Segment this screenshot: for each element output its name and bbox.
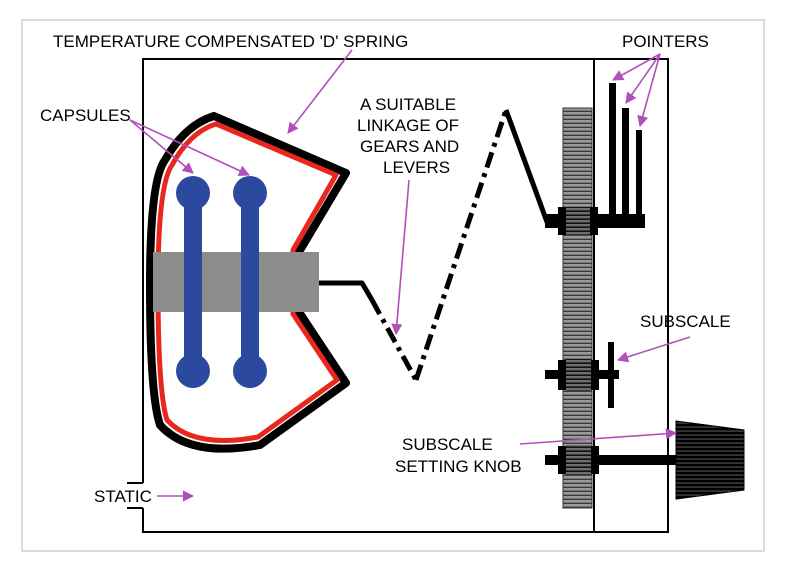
capsule-left	[176, 176, 210, 388]
capsule-shaft	[153, 252, 319, 312]
pointer-gear	[545, 207, 645, 235]
arrow-subscale	[616, 336, 691, 363]
label-spring: TEMPERATURE COMPENSATED 'D' SPRING	[53, 32, 408, 51]
knob-gear	[545, 445, 680, 475]
instrument-case	[142, 58, 669, 533]
subscale-gear	[545, 342, 619, 408]
gear-rack	[562, 107, 593, 509]
label-pointers: POINTERS	[622, 32, 709, 51]
label-static: STATIC	[94, 487, 152, 506]
static-port	[127, 482, 143, 509]
label-linkage-1: A SUITABLE	[360, 95, 456, 114]
pointers	[609, 83, 642, 218]
arrow-pointer-1	[612, 53, 661, 81]
outer-frame	[21, 19, 765, 552]
annotation-arrows	[129, 49, 691, 502]
arrow-capsule-right	[129, 119, 251, 176]
label-linkage-2: LINKAGE OF	[357, 116, 459, 135]
arrow-spring	[287, 49, 353, 134]
arrow-knob	[519, 428, 678, 445]
arrow-linkage	[391, 179, 410, 336]
label-linkage-4: LEVERS	[383, 158, 450, 177]
label-linkage-3: GEARS AND	[360, 137, 459, 156]
label-knob-2: SETTING KNOB	[395, 457, 522, 476]
arrow-capsule-left	[129, 119, 194, 174]
d-spring-inner	[155, 121, 340, 443]
capsule-right	[233, 176, 267, 388]
label-capsules: CAPSULES	[40, 106, 131, 125]
label-subscale: SUBSCALE	[640, 312, 731, 331]
arrow-pointer-2	[625, 53, 661, 104]
label-knob-1: SUBSCALE	[402, 435, 493, 454]
subscale-setting-knob	[675, 420, 745, 500]
d-spring-outer	[146, 112, 350, 453]
arrow-pointer-3	[637, 53, 661, 128]
